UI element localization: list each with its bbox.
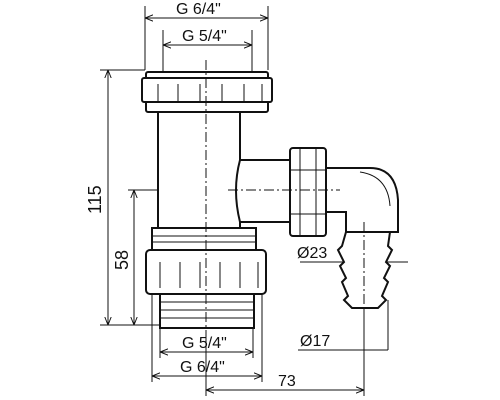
label-hose-inner-diameter: Ø17 [300, 333, 330, 350]
label-top-outer-thread: G 6/4" [176, 1, 221, 18]
label-hose-outer-diameter: Ø23 [297, 245, 327, 262]
label-branch-offset: 73 [278, 373, 296, 390]
label-overall-height: 115 [85, 185, 105, 214]
side-branch [228, 147, 399, 318]
label-bottom-outer-thread: G 6/4" [180, 359, 225, 376]
label-top-inner-thread: G 5/4" [182, 28, 227, 45]
label-bottom-inner-thread: G 5/4" [182, 335, 227, 352]
label-branch-height: 58 [112, 250, 132, 270]
siphon-body [141, 60, 273, 336]
dimension-labels: G 6/4" G 5/4" G 5/4" G 6/4" 115 58 Ø23 Ø… [85, 1, 330, 390]
